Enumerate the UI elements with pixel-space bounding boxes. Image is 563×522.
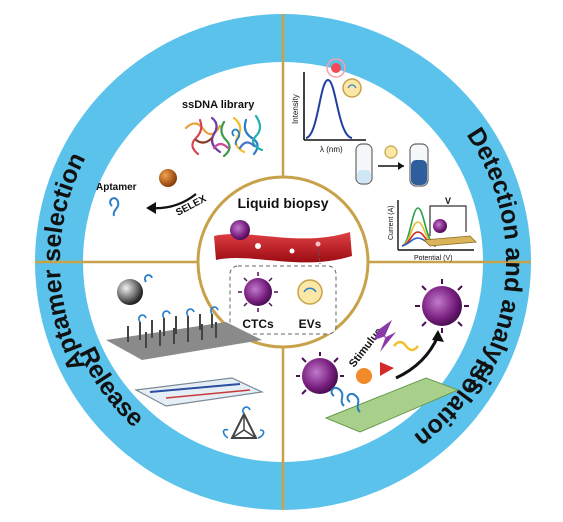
ev-probe-aptamer-icon — [347, 84, 357, 89]
aptamer-label: Aptamer — [96, 182, 137, 193]
released-cell-spikes-icon — [415, 279, 469, 333]
pillar-array-icon — [127, 314, 217, 348]
released-cell-icon — [422, 286, 462, 326]
spectrum-curve — [305, 78, 353, 139]
stimulus-triangle-icon — [380, 362, 394, 376]
electrode-cell-icon — [433, 219, 447, 233]
zoom-line — [317, 247, 321, 265]
vessel-particle-icon — [315, 241, 321, 247]
bound-aptamer-2-icon — [346, 392, 361, 413]
microfluidic-channel-icon — [149, 383, 241, 393]
spectrum-x-label: λ (nm) — [320, 145, 343, 154]
ev-label: EVs — [299, 317, 322, 331]
ev-vesicle-icon — [297, 279, 323, 305]
tube-arrowhead-icon — [398, 162, 404, 170]
bead-aptamer-icon — [144, 274, 153, 283]
fluorophore-icon — [331, 63, 341, 73]
voltammogram-curve-1 — [401, 207, 437, 247]
spectrum-y-label: Intensity — [291, 94, 300, 124]
ctc-label: CTCs — [242, 317, 274, 331]
voltammogram-y-label: Current (A) — [388, 205, 395, 240]
voltammogram-x-label: Potential (V) — [414, 255, 453, 262]
aptamer-selection-panel: ssDNA library SELEX Aptamer — [96, 99, 264, 219]
stimulus-wave-icon — [393, 340, 419, 352]
tube-probe-icon — [384, 145, 398, 159]
bound-cell-icon — [302, 358, 338, 394]
stimulus-enzyme-icon — [356, 368, 372, 384]
ctc-cell-icon — [244, 278, 272, 306]
ev-aptamer-icon — [303, 287, 317, 293]
pillar-substrate-icon — [106, 322, 262, 360]
center-title: Liquid biopsy — [238, 195, 329, 211]
vessel-particle-icon — [255, 243, 261, 249]
tetrahedron-edge — [231, 429, 245, 439]
microfluidic-channel-2-icon — [165, 389, 251, 399]
aptamer-small-icon — [231, 128, 241, 146]
circuit-wire — [429, 205, 467, 236]
bound-cell-spikes-icon — [296, 352, 344, 395]
magnetic-bead-icon — [117, 279, 143, 305]
isolation-panel — [106, 274, 265, 439]
tetrahedron-aptamers-icon — [222, 406, 265, 439]
detection-analysis-panel: Intensity λ (nm) Current (A) Potential (… — [291, 58, 477, 262]
circuit-label: V — [445, 196, 451, 206]
tetrahedron-edge — [243, 429, 257, 439]
ssdna-library-label: ssDNA library — [182, 99, 255, 111]
blood-vessel-icon — [214, 232, 352, 263]
release-panel: Stimulus — [296, 279, 469, 433]
stimulus-lightning-icon — [374, 320, 396, 352]
dna-tetrahedron-icon — [230, 411, 258, 439]
selex-arrowhead-icon — [146, 202, 156, 214]
fluorophore-glow-icon — [326, 58, 346, 78]
aptamer-icon — [109, 197, 120, 217]
ssdna-strands-icon — [184, 114, 264, 158]
ctc-spikes-icon — [238, 272, 278, 312]
vessel-particle-icon — [289, 248, 295, 254]
ev-probe-icon — [342, 78, 362, 98]
liquid-biopsy-center: Liquid biopsy CTCs EVs — [196, 175, 370, 349]
vessel-ctc-icon — [230, 220, 250, 240]
release-arrowhead-icon — [432, 330, 444, 342]
selex-bead-icon — [159, 169, 177, 187]
bound-aptamer-icon — [330, 386, 345, 407]
release-substrate-icon — [324, 377, 460, 433]
tube-after-liquid — [411, 160, 427, 185]
electrode-icon — [423, 235, 477, 247]
pillar-aptamers-icon — [138, 306, 219, 323]
tube-before-liquid — [357, 170, 371, 183]
